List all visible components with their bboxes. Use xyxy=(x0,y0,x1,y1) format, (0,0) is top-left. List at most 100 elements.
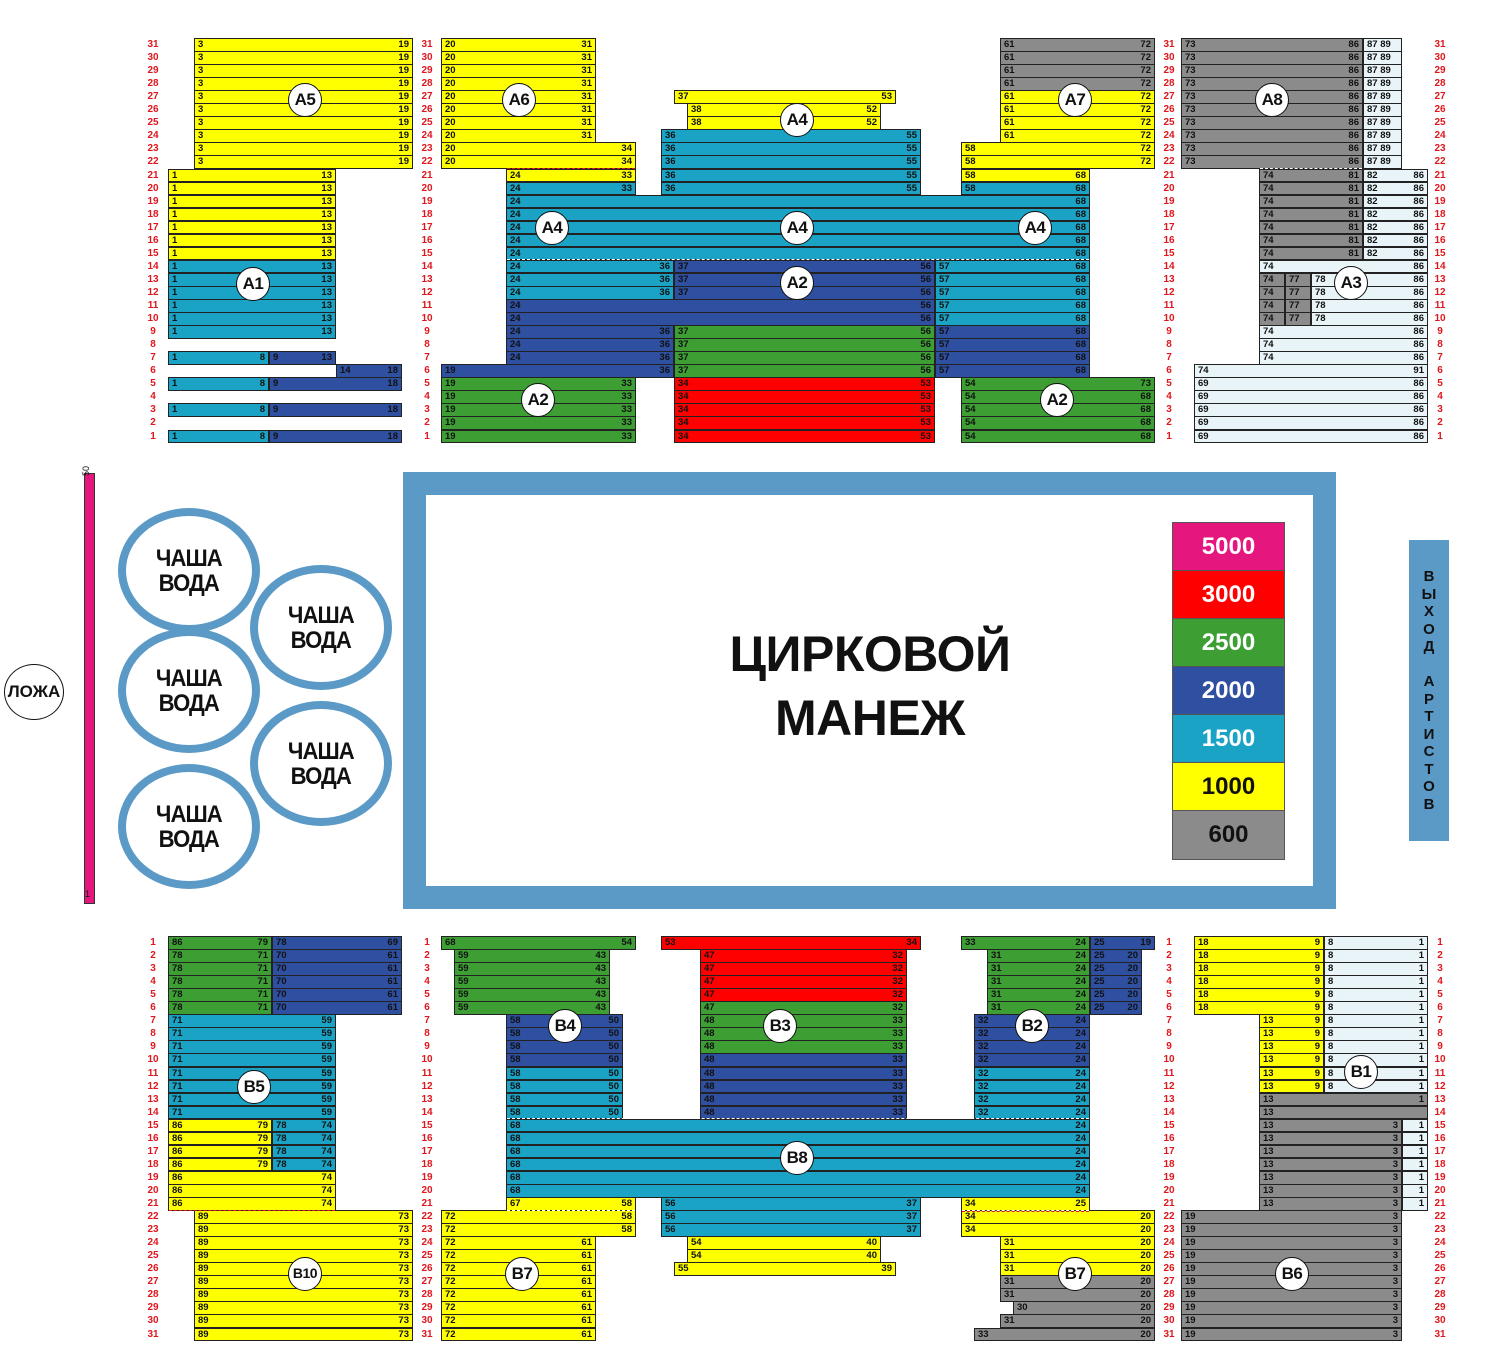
sector-label-b6[interactable]: B6 xyxy=(1275,1257,1309,1291)
seat-row[interactable]: 77 xyxy=(1285,299,1311,313)
sector-label-b4[interactable]: B4 xyxy=(548,1009,582,1043)
seat-row[interactable]: 1 xyxy=(1402,1170,1428,1185)
seat-row[interactable]: 74 xyxy=(1259,299,1285,313)
sector-label-a4[interactable]: A4 xyxy=(535,211,569,245)
seat-row[interactable]: 87 89 xyxy=(1363,116,1402,130)
seat-row[interactable]: 87 89 xyxy=(1363,129,1402,143)
seat-row[interactable]: 1 xyxy=(1402,1118,1428,1133)
sector-label-b1[interactable]: B1 xyxy=(1344,1055,1378,1089)
seat-row[interactable]: 87 89 xyxy=(1363,77,1402,91)
sector-label-b5[interactable]: B5 xyxy=(237,1070,271,1104)
seat-row[interactable]: 77 xyxy=(1285,312,1311,326)
sector-label-a2[interactable]: A2 xyxy=(521,383,555,417)
seat-row[interactable]: 1 xyxy=(1402,1157,1428,1172)
sector-label-a4[interactable]: A4 xyxy=(780,211,814,245)
seat-row[interactable]: 13 xyxy=(1259,1105,1428,1120)
sector-label-a2[interactable]: A2 xyxy=(1040,383,1074,417)
seat-row[interactable]: 1 xyxy=(1402,1183,1428,1198)
sector-label-a2[interactable]: A2 xyxy=(780,266,814,300)
